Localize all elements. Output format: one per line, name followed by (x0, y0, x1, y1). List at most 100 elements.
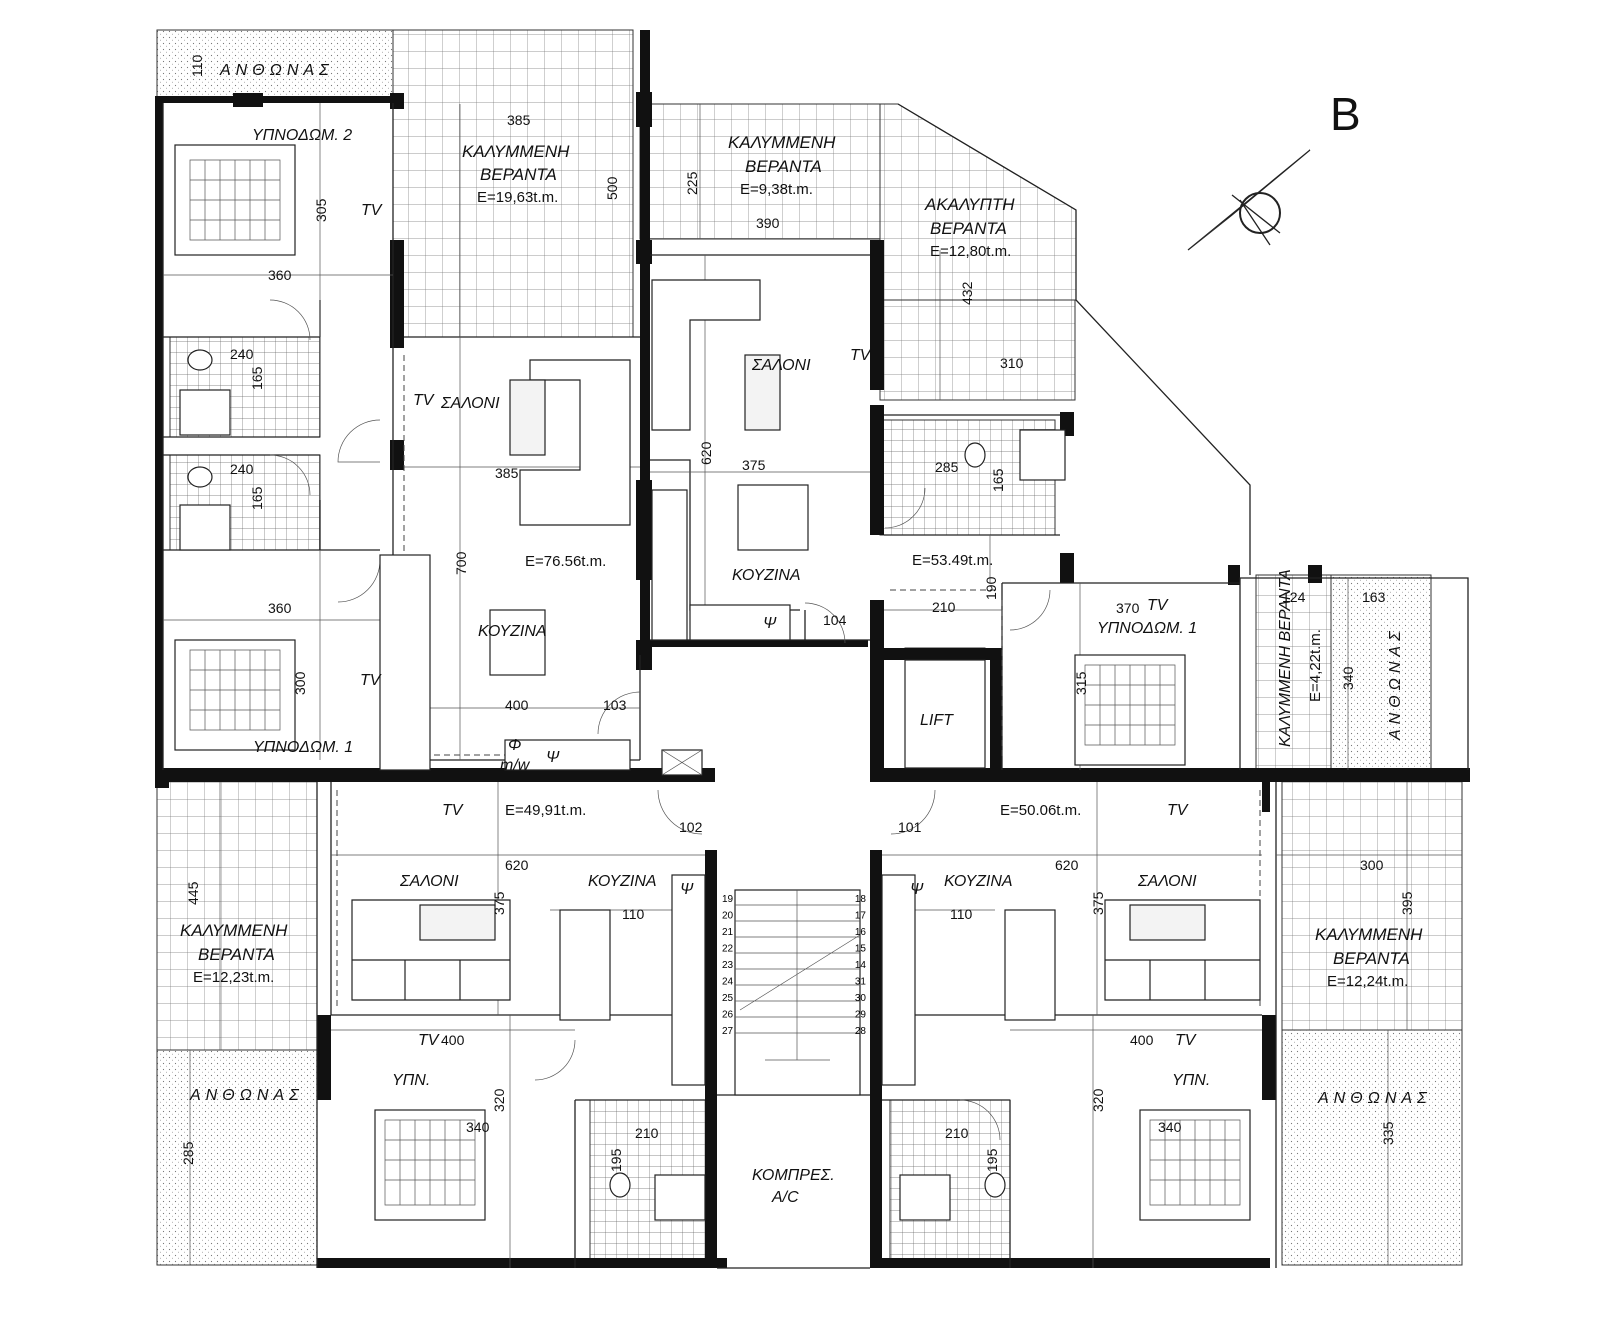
label-veranta-4: ΒΕΡΑΝΤΑ (198, 945, 275, 964)
svg-text:340: 340 (1158, 1119, 1182, 1135)
label-veranta-1: ΒΕΡΑΝΤΑ (480, 165, 557, 184)
svg-text:432: 432 (959, 281, 975, 305)
svg-text:210: 210 (635, 1125, 659, 1141)
tv-2: TV (413, 392, 435, 409)
svg-text:190: 190 (983, 576, 999, 600)
svg-text:165: 165 (249, 486, 265, 510)
north-arrow-icon: B (1187, 88, 1361, 251)
svg-text:110: 110 (189, 54, 205, 77)
stair-step-number: 20 (722, 911, 734, 922)
stair-step-number: 29 (855, 1010, 867, 1021)
label-ac: A/C (771, 1189, 799, 1206)
psi-symbol-3: Ψ (680, 881, 694, 898)
door-numbers: 103 104 102 101 (603, 612, 922, 835)
svg-text:620: 620 (1055, 857, 1079, 873)
svg-text:320: 320 (491, 1088, 507, 1112)
covered-veranda-bottom-right (1281, 779, 1463, 1031)
svg-text:340: 340 (466, 1119, 490, 1135)
covered-veranda-bottom-left (156, 779, 318, 1051)
stair-step-number: 15 (855, 944, 867, 955)
area-76-56: E=76.56t.m. (525, 553, 606, 570)
psi-symbol-2: Ψ (763, 615, 777, 632)
door-101: 101 (898, 819, 922, 835)
stair-step-number: 22 (722, 944, 734, 955)
label-ypnodom2: ΥΠΝΟΔΩΜ. 2 (252, 127, 352, 144)
tv-9: TV (1175, 1032, 1197, 1049)
label-ypnodom1-left: ΥΠΝΟΔΩΜ. 1 (253, 739, 353, 756)
tv-1: TV (361, 202, 383, 219)
terraces (156, 29, 1463, 1266)
svg-text:335: 335 (1380, 1121, 1396, 1145)
label-veranta-5: ΒΕΡΑΝΤΑ (1333, 949, 1410, 968)
door-swings (269, 299, 1051, 1141)
label-kouzina-2: ΚΟΥΖΙΝΑ (732, 567, 801, 584)
label-kalymmeni-1: ΚΑΛΥΜΜΕΝΗ (462, 142, 570, 161)
svg-text:300: 300 (1360, 857, 1384, 873)
label-saloni-3: ΣΑΛΟΝΙ (399, 873, 459, 890)
svg-text:210: 210 (945, 1125, 969, 1141)
area-4-22: E=4,22t.m. (1307, 629, 1324, 702)
planter-bottom-right (1281, 1029, 1463, 1266)
covered-veranda-top-left (392, 29, 634, 338)
tv-4: TV (360, 672, 382, 689)
label-ypnodom1-right: ΥΠΝΟΔΩΜ. 1 (1097, 620, 1197, 637)
label-lift: LIFT (920, 712, 954, 729)
svg-text:124: 124 (1282, 589, 1306, 605)
svg-text:395: 395 (1399, 891, 1415, 915)
stair-step-number: 23 (722, 960, 734, 971)
svg-text:285: 285 (935, 459, 959, 475)
label-veranta-3: ΒΕΡΑΝΤΑ (930, 219, 1007, 238)
area-19-63: E=19,63t.m. (477, 189, 558, 206)
planter-top-left (156, 29, 394, 99)
label-akalypti: ΑΚΑΛΥΠΤΗ (924, 195, 1015, 214)
tv-8: TV (418, 1032, 440, 1049)
label-kouzina-1: ΚΟΥΖΙΝΑ (478, 623, 547, 640)
svg-text:620: 620 (505, 857, 529, 873)
dimension-texts: 110 385 500 305 360 240 165 385 240 165 … (180, 54, 1415, 1172)
label-saloni-4: ΣΑΛΟΝΙ (1137, 873, 1197, 890)
compass-letter: B (1330, 88, 1361, 140)
svg-text:225: 225 (684, 171, 700, 195)
label-ypn-left: ΥΠΝ. (392, 1072, 430, 1089)
planter-bottom-left (156, 1049, 318, 1266)
tv-3: TV (850, 347, 872, 364)
label-kouzina-4: ΚΟΥΖΙΝΑ (944, 873, 1013, 890)
psi-symbol-1: Ψ (546, 749, 560, 766)
label-anthonas-top: ΑΝΘΩΝΑΣ (219, 62, 334, 79)
door-103: 103 (603, 697, 627, 713)
area-50-06: E=50.06t.m. (1000, 802, 1081, 819)
svg-text:390: 390 (756, 215, 780, 231)
stair-step-number: 21 (722, 927, 734, 938)
svg-text:375: 375 (491, 891, 507, 915)
svg-text:240: 240 (230, 461, 254, 477)
stair-step-number: 24 (722, 977, 734, 988)
label-kalymmeni-veranta-vertical: ΚΑΛΥΜΜΕΝΗ ΒΕΡΑΝΤΑ (1277, 569, 1294, 747)
svg-text:500: 500 (604, 176, 620, 200)
label-kalymmeni-4: ΚΑΛΥΜΜΕΝΗ (180, 921, 288, 940)
label-kalymmeni-2: ΚΑΛΥΜΜΕΝΗ (728, 133, 836, 152)
svg-text:400: 400 (505, 697, 529, 713)
svg-text:385: 385 (507, 112, 531, 128)
covered-veranda-small (1255, 574, 1332, 771)
walls (155, 30, 1470, 1268)
label-veranta-2: ΒΕΡΑΝΤΑ (745, 157, 822, 176)
door-102: 102 (679, 819, 703, 835)
stair-step-number: 27 (722, 1026, 734, 1037)
svg-text:195: 195 (608, 1148, 624, 1172)
svg-text:110: 110 (950, 906, 973, 922)
label-compressor: ΚΟΜΠΡΕΣ. (752, 1167, 835, 1184)
label-ypn-right: ΥΠΝ. (1172, 1072, 1210, 1089)
svg-text:400: 400 (441, 1032, 465, 1048)
stair-step-number: 18 (855, 894, 867, 905)
stair-step-number: 16 (855, 927, 867, 938)
stair-step-number: 17 (855, 911, 867, 922)
stair-step-number: 30 (855, 993, 867, 1004)
mw-label: m/w (500, 757, 531, 774)
stair-step-number: 31 (855, 977, 867, 988)
label-anthonas-right: ΑΝΘΩΝΑΣ (1387, 626, 1404, 741)
svg-text:320: 320 (1090, 1088, 1106, 1112)
door-104: 104 (823, 612, 847, 628)
svg-text:340: 340 (1340, 666, 1356, 690)
svg-text:110: 110 (622, 906, 645, 922)
